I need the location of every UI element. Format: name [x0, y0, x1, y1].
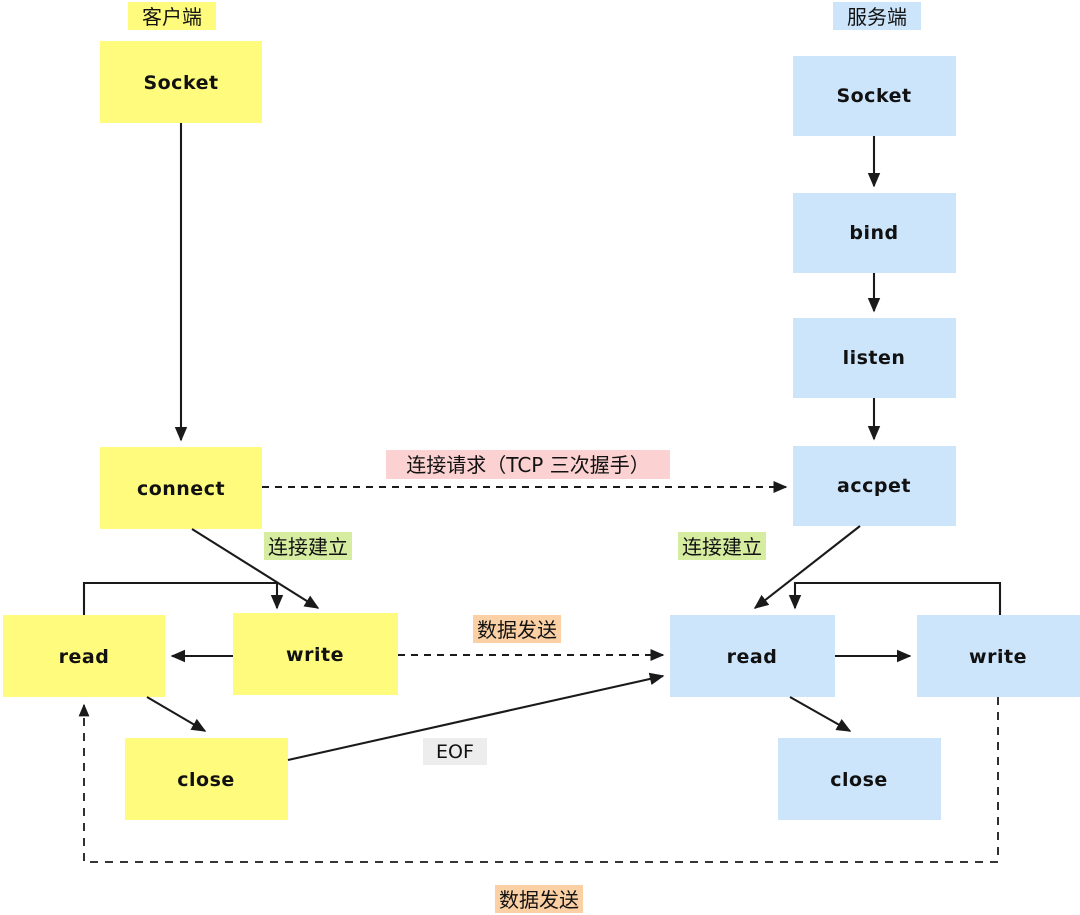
client-header-label: 客户端: [142, 5, 202, 29]
node-server-read-label: read: [727, 646, 778, 668]
node-server-listen-label: listen: [843, 347, 906, 369]
node-server-listen[interactable]: listen: [793, 318, 956, 398]
node-client-write[interactable]: write: [233, 613, 398, 695]
node-server-socket[interactable]: Socket: [793, 56, 956, 136]
node-server-write[interactable]: write: [917, 615, 1080, 697]
server-header-label: 服务端: [847, 5, 907, 29]
node-client-connect-label: connect: [137, 478, 225, 500]
node-server-close-label: close: [830, 769, 888, 791]
label-established-client-text: 连接建立: [268, 535, 348, 559]
node-client-connect[interactable]: connect: [100, 447, 262, 529]
label-established-server-text: 连接建立: [682, 535, 762, 559]
node-server-accpet[interactable]: accpet: [793, 446, 956, 526]
node-server-accpet-label: accpet: [837, 475, 911, 497]
node-server-read[interactable]: read: [670, 615, 835, 697]
node-server-close[interactable]: close: [778, 738, 941, 820]
node-client-socket[interactable]: Socket: [100, 41, 262, 123]
node-client-read-label: read: [59, 646, 110, 668]
edge-client-close-to-server-read-eof: [287, 672, 665, 762]
edge-server-accpet-to-read: [753, 525, 861, 609]
edge-server-write-to-client-read-data: [78, 697, 999, 863]
node-client-socket-label: Socket: [143, 72, 218, 94]
node-server-bind[interactable]: bind: [793, 193, 956, 273]
label-established-client: 连接建立: [264, 532, 352, 560]
label-established-server: 连接建立: [678, 532, 766, 560]
edge-client-connect-to-write: [191, 528, 320, 609]
client-header: 客户端: [128, 2, 216, 30]
node-client-close-label: close: [177, 769, 235, 791]
node-client-close[interactable]: close: [125, 738, 288, 820]
label-connect-request: 连接请求（TCP 三次握手）: [386, 450, 670, 479]
label-data-send-top-text: 数据发送: [477, 618, 557, 642]
node-server-bind-label: bind: [849, 222, 898, 244]
label-data-send-top: 数据发送: [473, 615, 561, 643]
node-server-write-label: write: [969, 646, 1027, 668]
edge-server-read-to-close: [789, 696, 852, 732]
node-server-socket-label: Socket: [836, 85, 911, 107]
label-connect-request-text: 连接请求（TCP 三次握手）: [406, 453, 649, 477]
label-data-send-bottom: 数据发送: [495, 885, 583, 913]
edge-client-read-to-write-loop: [82, 581, 284, 615]
edge-server-write-to-read-loop: [788, 581, 1002, 615]
edge-client-read-to-close: [146, 696, 207, 732]
node-client-read[interactable]: read: [3, 615, 165, 697]
label-eof: EOF: [423, 738, 487, 765]
label-eof-text: EOF: [436, 741, 474, 763]
label-data-send-bottom-text: 数据发送: [499, 888, 579, 912]
server-header: 服务端: [833, 2, 921, 30]
node-client-write-label: write: [286, 644, 344, 666]
